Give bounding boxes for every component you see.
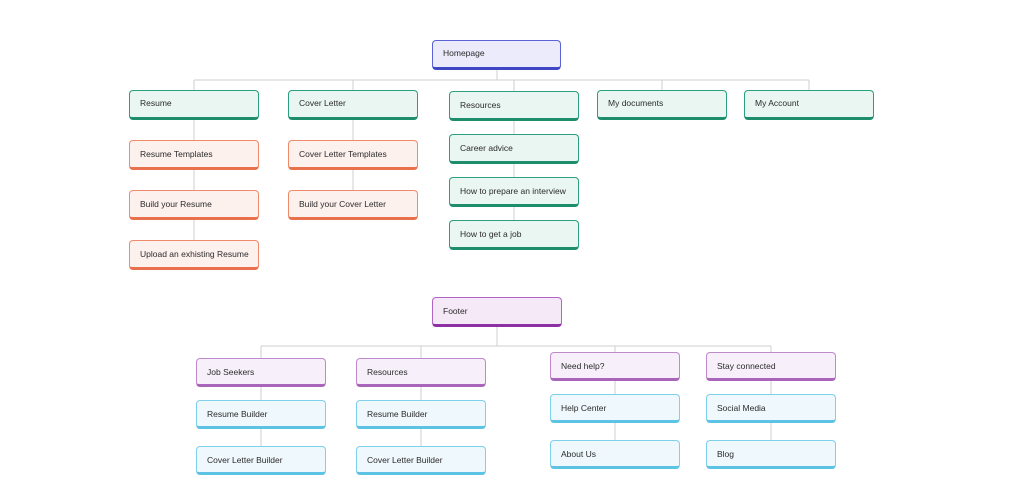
homepage-section-resources[interactable]: Resources	[449, 91, 579, 121]
blog-node[interactable]: Blog	[706, 440, 836, 469]
homepage-section-resume[interactable]: Resume	[129, 90, 259, 120]
get-a-job-node[interactable]: How to get a job	[449, 220, 579, 250]
footer-section-job-seekers[interactable]: Job Seekers	[196, 358, 326, 387]
resume-templates-node[interactable]: Resume Templates	[129, 140, 259, 170]
footer-section-resources[interactable]: Resources	[356, 358, 486, 387]
help-center-node[interactable]: Help Center	[550, 394, 680, 423]
career-advice-node[interactable]: Career advice	[449, 134, 579, 164]
footer-section-stay-connected[interactable]: Stay connected	[706, 352, 836, 381]
cover-letter-templates-node[interactable]: Cover Letter Templates	[288, 140, 418, 170]
build-your-resume-node[interactable]: Build your Resume	[129, 190, 259, 220]
footer-node[interactable]: Footer	[432, 297, 562, 327]
resources-cover-letter-builder-node[interactable]: Cover Letter Builder	[356, 446, 486, 475]
about-us-node[interactable]: About Us	[550, 440, 680, 469]
upload-existing-resume-node[interactable]: Upload an exhisting Resume	[129, 240, 259, 270]
prepare-interview-node[interactable]: How to prepare an interview	[449, 177, 579, 207]
job-seekers-resume-builder-node[interactable]: Resume Builder	[196, 400, 326, 429]
homepage-section-my-account[interactable]: My Account	[744, 90, 874, 120]
job-seekers-cover-letter-builder-node[interactable]: Cover Letter Builder	[196, 446, 326, 475]
social-media-node[interactable]: Social Media	[706, 394, 836, 423]
resources-resume-builder-node[interactable]: Resume Builder	[356, 400, 486, 429]
build-your-cover-letter-node[interactable]: Build your Cover Letter	[288, 190, 418, 220]
homepage-node[interactable]: Homepage	[432, 40, 561, 70]
footer-section-need-help[interactable]: Need help?	[550, 352, 680, 381]
homepage-section-cover-letter[interactable]: Cover Letter	[288, 90, 418, 120]
homepage-section-my-documents[interactable]: My documents	[597, 90, 727, 120]
